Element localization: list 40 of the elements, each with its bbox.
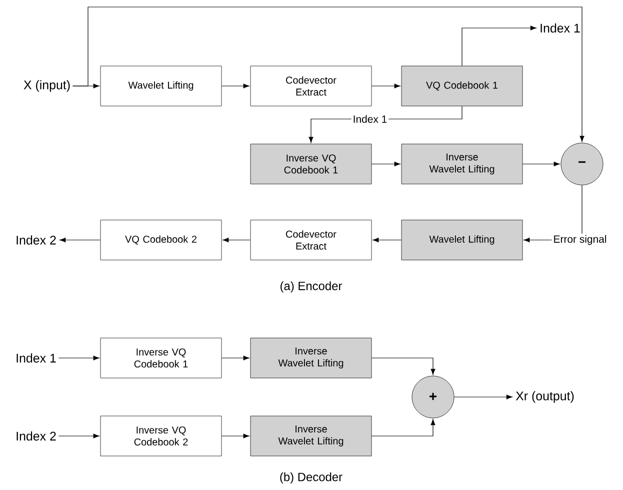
process-box: Inverse Wavelet Lifting [401, 144, 523, 184]
signal-label: Index 2 [16, 235, 56, 245]
summing-junction: − [560, 142, 604, 186]
process-box: Inverse VQ Codebook 1 [250, 144, 372, 184]
arrow [72, 6, 584, 142]
arrow [371, 419, 436, 436]
arrow [372, 238, 402, 242]
process-box: Wavelet Lifting [401, 220, 523, 260]
signal-label: Index 2 [16, 431, 56, 441]
signal-label: Index 1 [16, 353, 56, 363]
summing-junction: + [412, 376, 454, 418]
process-box: Wavelet Lifting [100, 66, 222, 106]
arrow [371, 84, 400, 88]
process-box: Codevector Extract [250, 220, 372, 260]
arrow [462, 26, 536, 66]
arrow [221, 84, 250, 88]
arrow [58, 356, 100, 360]
arrow [371, 358, 436, 375]
caption: (a) Encoder [280, 281, 342, 293]
process-box: VQ Codebook 2 [100, 220, 222, 260]
arrow [60, 238, 101, 242]
process-box: Inverse VQ Codebook 2 [100, 416, 222, 456]
arrow [454, 394, 512, 400]
arrow [221, 434, 250, 438]
arrow [371, 162, 400, 166]
signal-label: X (input) [24, 80, 70, 92]
signal-label: Index 1 [540, 23, 580, 33]
arrow [221, 356, 250, 360]
edge-label: Error signal [552, 234, 608, 246]
process-box: VQ Codebook 1 [401, 66, 523, 106]
caption: (b) Decoder [280, 472, 342, 484]
process-box: Inverse VQ Codebook 1 [100, 338, 222, 378]
arrow [222, 238, 251, 242]
process-box: Codevector Extract [250, 66, 372, 106]
edge-label: Index 1 [351, 114, 389, 124]
signal-label: Xr (output) [516, 391, 574, 403]
arrow [58, 434, 100, 438]
process-box: Inverse Wavelet Lifting [250, 416, 372, 456]
arrow [522, 162, 560, 166]
process-box: Inverse Wavelet Lifting [250, 338, 372, 378]
